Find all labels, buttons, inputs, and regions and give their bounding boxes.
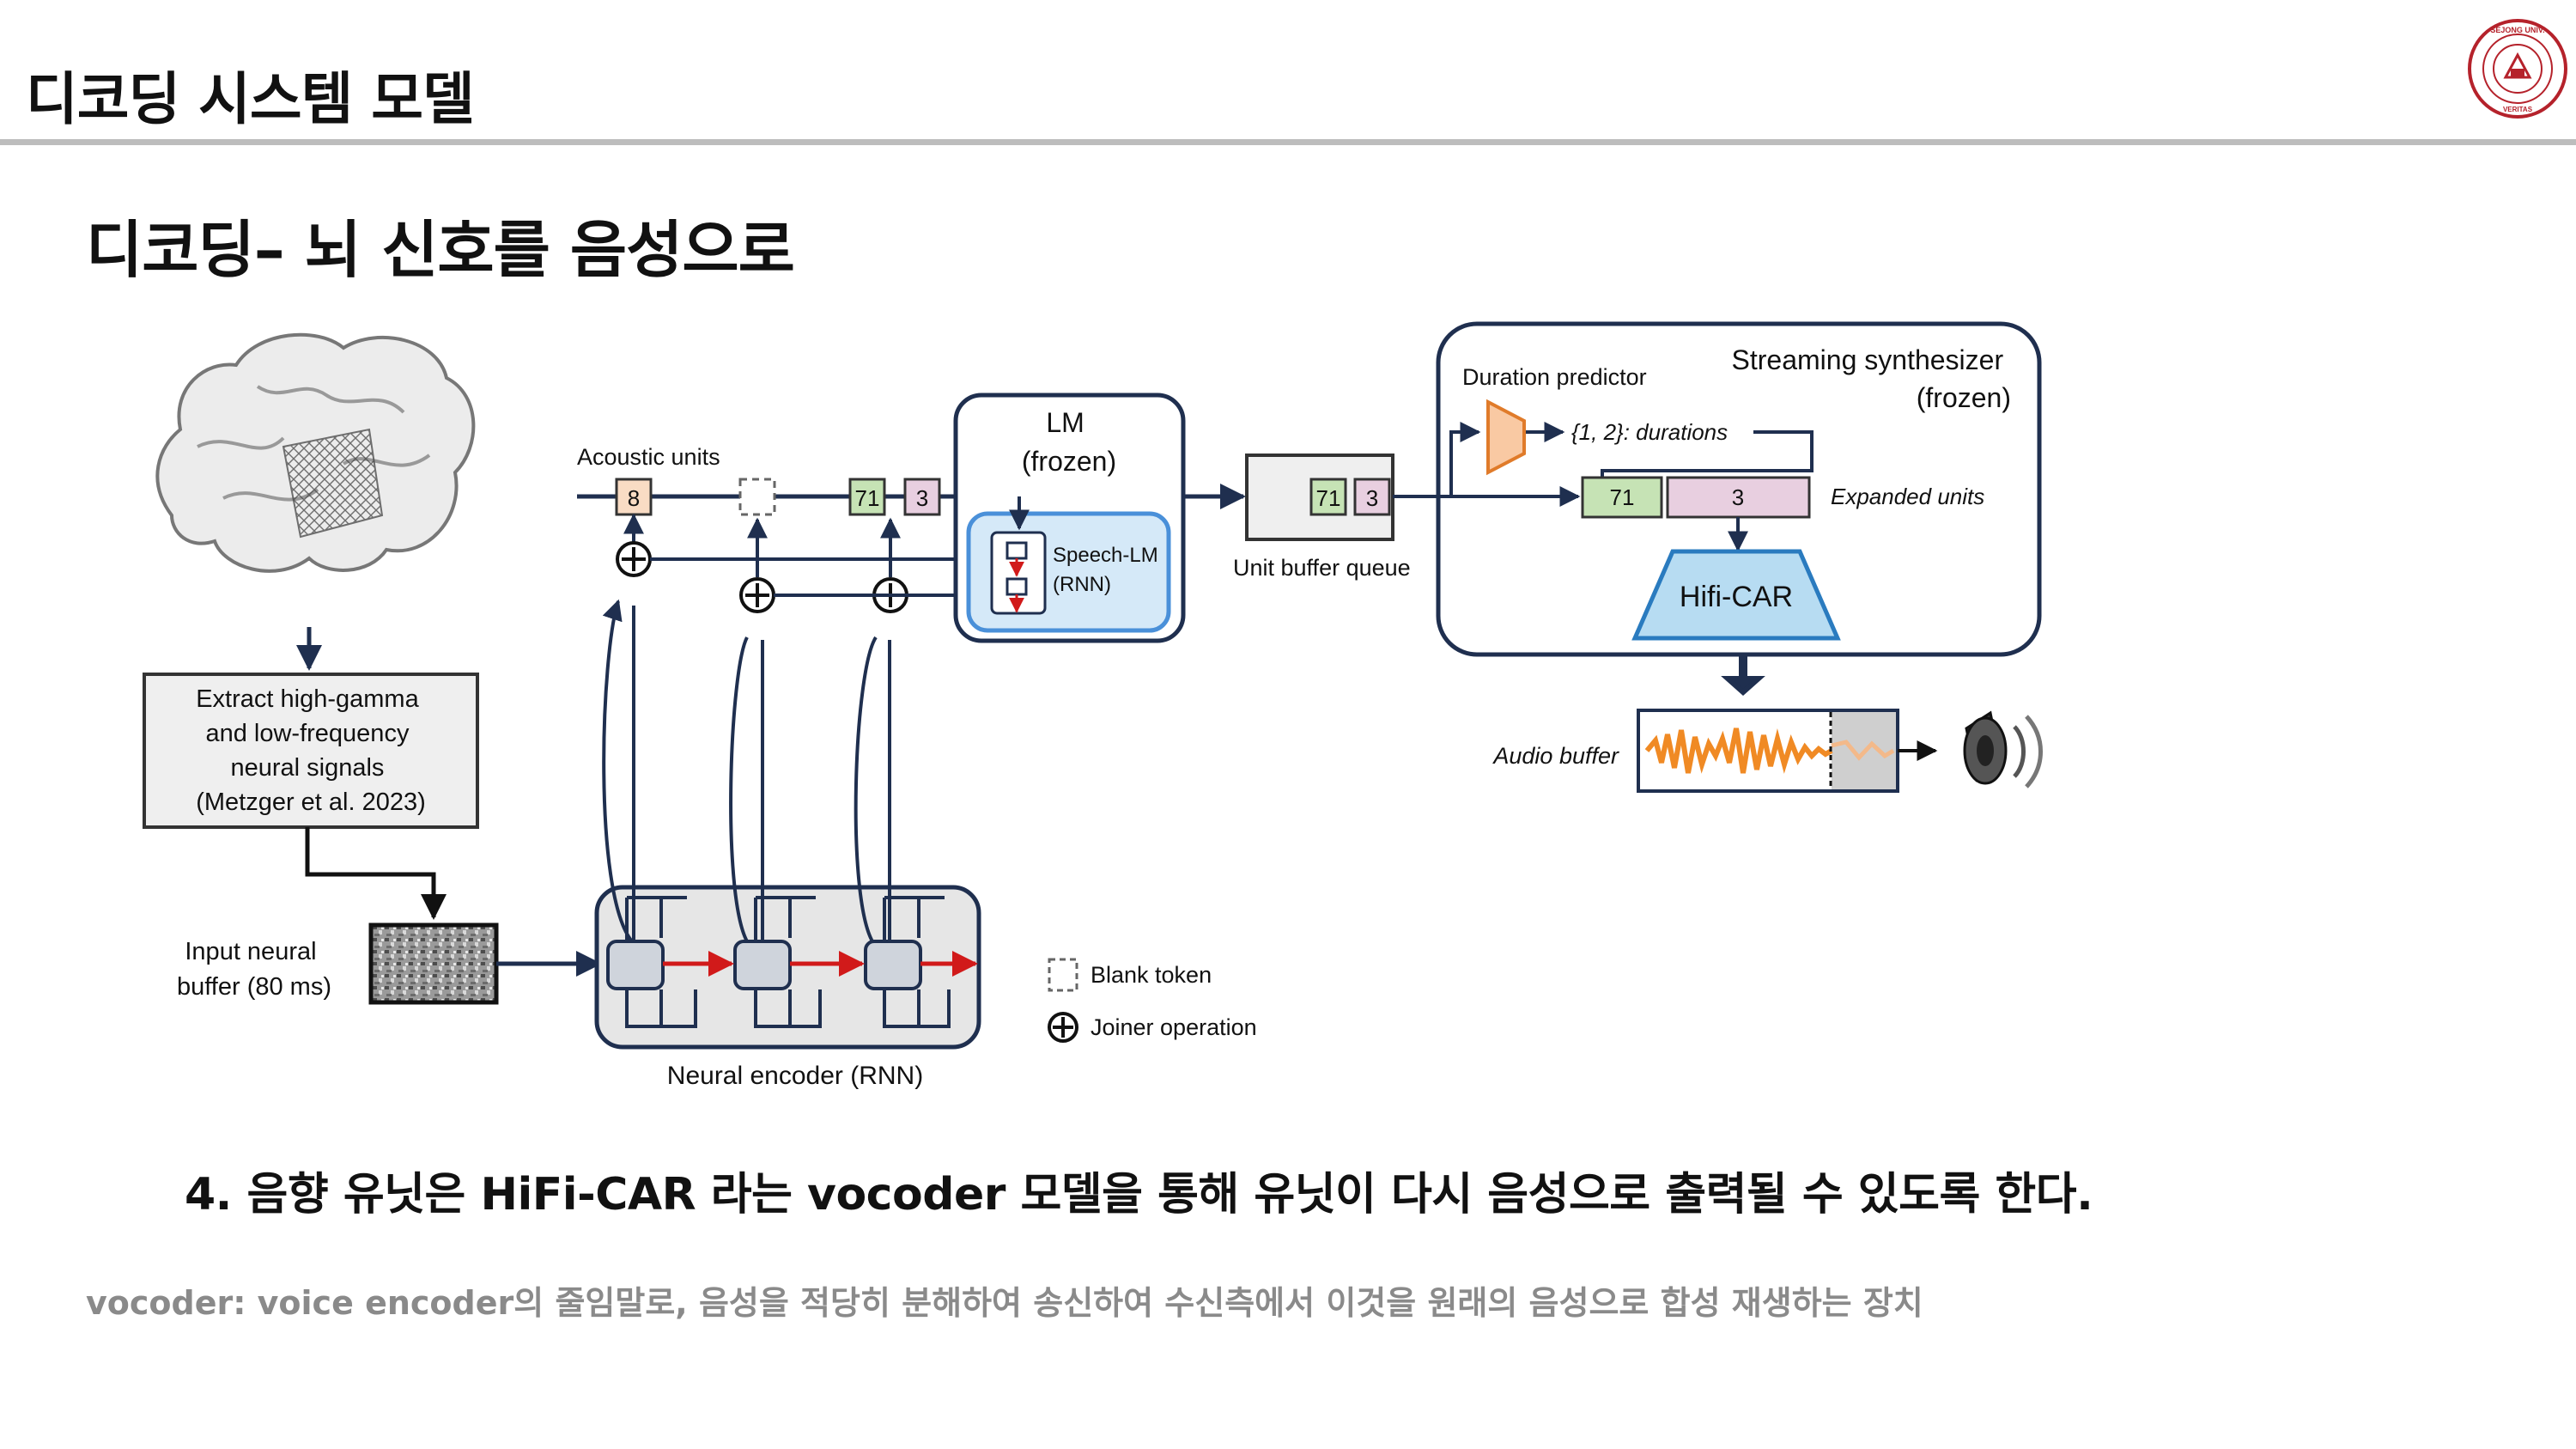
slide-footnote: vocoder: voice encoder의 줄임말로, 음성을 적당히 분해… — [86, 1284, 1923, 1322]
audio-buffer-label: Audio buffer — [1492, 743, 1619, 769]
unit-token-8 — [615, 478, 653, 516]
audio-waveform — [1644, 728, 1833, 774]
speech-lm-label: Speech-LM (RNN) — [1053, 544, 1163, 596]
svg-text:71: 71 — [855, 485, 880, 511]
encoder-cell — [864, 940, 922, 990]
neural-encoder-label: Neural encoder (RNN) — [667, 1062, 923, 1090]
extract-signals-box — [143, 673, 479, 829]
unit-token-71 — [848, 478, 886, 516]
svg-text:3: 3 — [1732, 484, 1744, 510]
encoder-cell — [733, 940, 792, 990]
duration-predictor-icon — [1486, 399, 1526, 476]
speaker-icon — [1963, 710, 2043, 788]
unit-buffer-label: Unit buffer queue — [1233, 555, 1411, 581]
joiner-operation-icon — [616, 541, 652, 577]
hifi-car-label: Hifi-CAR — [1680, 581, 1793, 613]
hifi-car-block — [1631, 549, 1841, 641]
expanded-unit-71 — [1581, 476, 1663, 519]
input-buffer-label: Input neural buffer (80 ms) — [177, 938, 331, 1001]
duration-predictor-label: Duration predictor — [1462, 364, 1647, 390]
svg-text:3: 3 — [916, 485, 928, 511]
encoder-cell — [606, 940, 665, 990]
page-title: 디코딩 시스템 모델 — [26, 66, 475, 132]
slide-subtitle: 디코딩– 뇌 신호를 음성으로 — [86, 214, 795, 286]
svg-text:71: 71 — [1316, 485, 1341, 511]
extract-box-text: Extract high-gamma and low-frequency neu… — [196, 685, 426, 816]
lm-title: LM (frozen) — [1022, 407, 1116, 477]
input-neural-buffer — [368, 922, 499, 1005]
blank-token — [738, 478, 776, 516]
acoustic-units-label: Acoustic units — [577, 444, 720, 470]
expanded-unit-3 — [1666, 476, 1811, 519]
extract-to-buffer-arrow — [305, 827, 447, 920]
legend-joiner-label: Joiner operation — [1091, 1014, 1257, 1040]
legend-blank-token-icon — [1048, 958, 1078, 992]
unit-token-3 — [903, 478, 941, 516]
durations-text: {1, 2}: durations — [1571, 419, 1728, 445]
svg-text:SEJONG UNIV.: SEJONG UNIV. — [2490, 26, 2544, 34]
brain-illustration — [155, 332, 476, 573]
legend-joiner-icon — [1048, 1012, 1078, 1043]
legend-blank-token-label: Blank token — [1091, 962, 1212, 988]
svg-text:8: 8 — [628, 485, 640, 511]
svg-text:VERITAS: VERITAS — [2503, 106, 2533, 113]
university-seal-logo: SEJONG UNIV. VERITAS — [2468, 19, 2567, 119]
synthesizer-title: Streaming synthesizer (frozen) — [1732, 344, 2011, 413]
header-divider — [0, 139, 2576, 145]
svg-text:71: 71 — [1610, 484, 1635, 510]
expanded-units-label: Expanded units — [1831, 484, 1984, 509]
joiner-operation-icon — [739, 577, 775, 613]
svg-text:3: 3 — [1366, 485, 1378, 511]
slide-caption: 4. 음향 유닛은 HiFi-CAR 라는 vocoder 모델을 통해 유닛이… — [185, 1169, 2093, 1221]
